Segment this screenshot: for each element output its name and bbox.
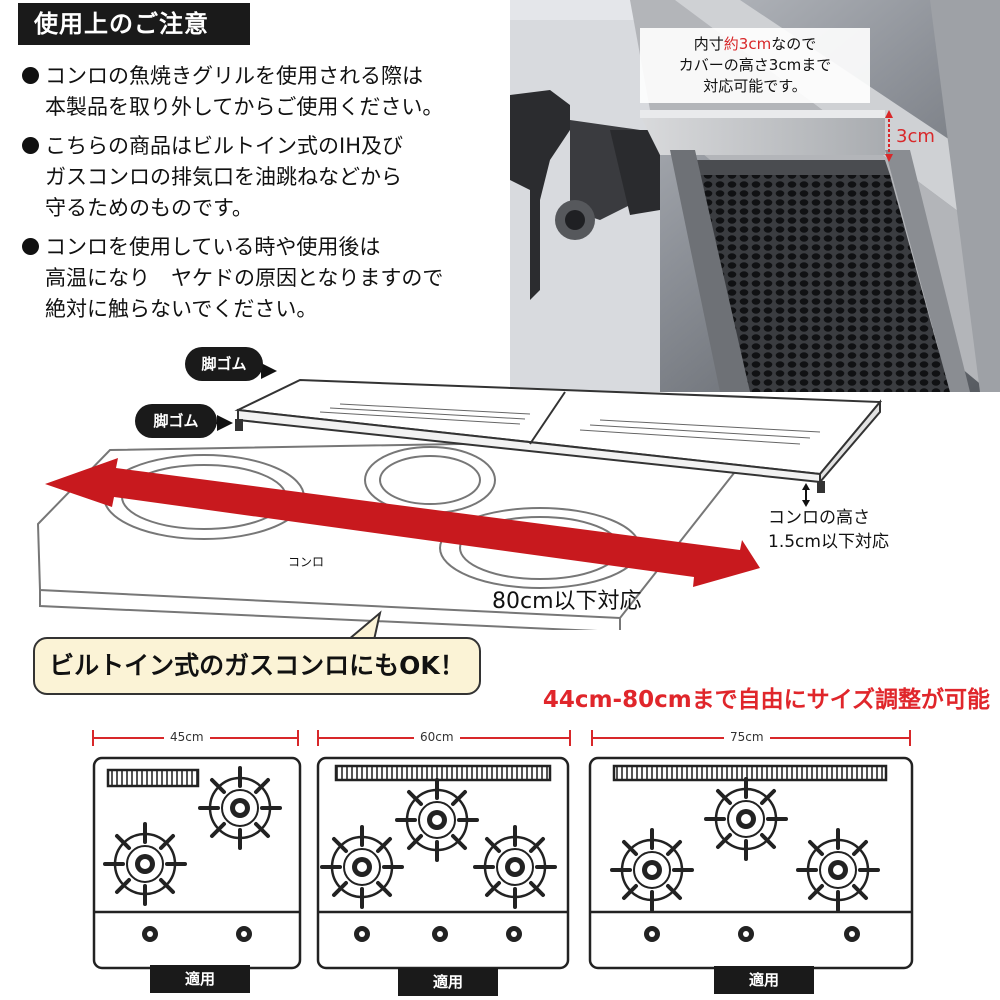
- width-label-45: 45cm: [164, 730, 210, 744]
- use-tag-60: 適用: [398, 968, 498, 996]
- width-arrow: [45, 458, 760, 587]
- knob-icon: [236, 926, 252, 942]
- knob-icon: [844, 926, 860, 942]
- burner-icon: [198, 766, 282, 850]
- cover-height-label: 3cm: [896, 126, 935, 147]
- width-label-60: 60cm: [414, 730, 460, 744]
- knob-icon: [432, 926, 448, 942]
- burner-icon: [796, 828, 880, 912]
- burner-icon: [320, 825, 404, 909]
- burner-icon: [610, 828, 694, 912]
- stove-height-label: コンロの高さ 1.5cm以下対応: [768, 508, 889, 552]
- gas-stove-callout: ビルトイン式のガスコンロにもOK！: [33, 637, 481, 695]
- max-width-label: 80cm以下対応: [492, 589, 642, 614]
- knob-icon: [354, 926, 370, 942]
- photo-caption: 内寸約3cmなので カバーの高さ3cmまで 対応可能です。: [678, 35, 832, 95]
- bullet-icon: [22, 67, 39, 84]
- stove-45cm: [92, 756, 302, 970]
- knob-icon: [738, 926, 754, 942]
- foot-label-2: 脚ゴム: [135, 404, 217, 438]
- burner-icon: [473, 825, 557, 909]
- cover-board: [234, 378, 883, 493]
- use-tag-75: 適用: [714, 966, 814, 994]
- notice-title: 使用上のご注意: [18, 3, 250, 45]
- product-photo: [510, 0, 1000, 392]
- use-tag-45: 適用: [150, 965, 250, 993]
- notice-item-3: コンロを使用している時や使用後は 高温になり ヤケドの原因となりますので 絶対に…: [22, 232, 443, 325]
- photo-illustration: [510, 0, 1000, 392]
- knob-icon: [142, 926, 158, 942]
- knob-icon: [506, 926, 522, 942]
- burner-icon: [395, 778, 479, 862]
- foot-label-1: 脚ゴム: [185, 347, 263, 381]
- notice-item-2: こちらの商品はビルトイン式のIH及び ガスコンロの排気口を油跳ねなどから 守るた…: [22, 131, 403, 224]
- notice-item-1: コンロの魚焼きグリルを使用される際は 本製品を取り外してからご使用ください。: [22, 61, 443, 123]
- knob-icon: [644, 926, 660, 942]
- stove-size-drawings: [92, 730, 914, 970]
- stove-diagram: [36, 363, 883, 630]
- width-label-75: 75cm: [724, 730, 770, 744]
- stove-label: コンロ: [288, 555, 325, 569]
- size-adjust-label: 44cm-80cmまで自由にサイズ調整が可能: [542, 687, 990, 713]
- burner-icon: [103, 822, 187, 906]
- bullet-icon: [22, 238, 39, 255]
- bullet-icon: [22, 137, 39, 154]
- burner-icon: [704, 777, 788, 861]
